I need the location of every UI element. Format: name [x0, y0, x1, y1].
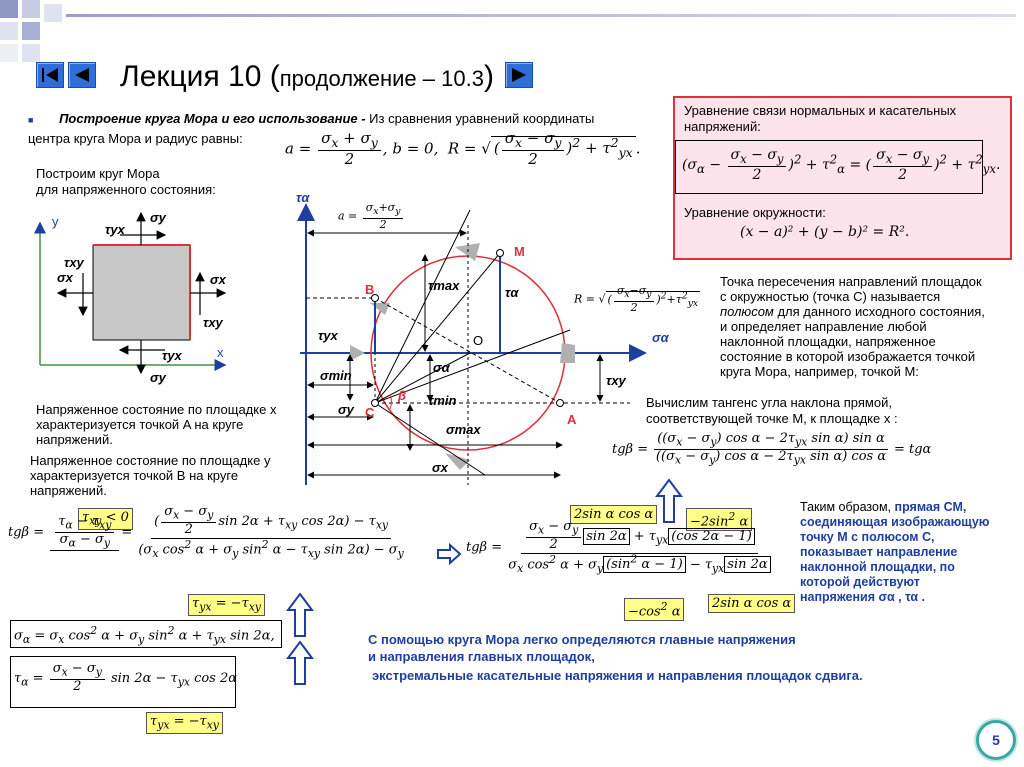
neg-two-sin-sq-box: −2sin2 α: [686, 508, 753, 532]
circle-eq-label: Уравнение окружности:: [684, 205, 826, 220]
pink-text-1: Уравнение связи нормальных и касательных: [684, 103, 957, 118]
stress-element-diagram: [34, 211, 227, 375]
sigma-x-right-label: σx: [210, 272, 226, 287]
arrow-right-icon: [512, 68, 526, 82]
point-B-label: B: [365, 282, 375, 297]
tau-alpha-label: τα: [505, 285, 519, 300]
previous-slide-button[interactable]: [68, 62, 96, 88]
up-arrow-icon: [655, 478, 683, 523]
page-number-badge: 5: [976, 720, 1016, 760]
tau-xy-left-label: τxy: [64, 255, 84, 270]
pink-text-2: напряжений:: [684, 119, 761, 134]
pole-paragraph: Точка пересечения направлений площадок с…: [720, 274, 985, 379]
page-title: Лекция 10 (продолжение – 10.3): [120, 60, 494, 93]
sigma-alpha-label: σα: [433, 360, 450, 375]
tau-xy-right-label: τxy: [203, 315, 223, 330]
build-text-2: для напряженного состояния:: [36, 182, 216, 197]
tau-alpha-box: [10, 656, 236, 708]
tau-yx-eq-neg-tau-xy-1: τyx = −τxy: [188, 594, 265, 616]
circle-equation: (x − a)² + (y − b)² = R².: [740, 224, 910, 240]
sigma-y-top-label: σy: [150, 210, 166, 225]
sigma-axis-label: σα: [652, 330, 669, 345]
conclusion-paragraph: Таким образом, прямая СМ, соединяющая из…: [800, 500, 990, 604]
sigma-x-label: σx: [432, 460, 448, 475]
arrow-left-icon: [75, 68, 89, 82]
two-sin-cos-box-2: 2sin α cos α: [708, 594, 796, 613]
tau-xy-label: τxy: [606, 373, 626, 388]
tau-min-label: τmin: [428, 393, 457, 408]
tan-text-1: Вычислим тангенс угла наклона прямой,: [646, 395, 892, 410]
tau-yx-eq-neg-tau-xy-2: τyx = −τxy: [146, 712, 223, 734]
bottom-text-1: С помощью круга Мора легко определяются …: [368, 632, 796, 647]
tan-beta-formula: tgβ = ((σx − σy) cos α − 2τyx sin α) sin…: [612, 431, 932, 467]
up-arrow-icon: [286, 640, 314, 685]
point-A-label: A: [567, 412, 577, 427]
sigma-min-label: σmin: [320, 368, 352, 383]
tan-text-2: соответствующей точке M, к площадке x :: [646, 411, 898, 426]
section-text: центра круга Мора и радиус равны:: [28, 131, 243, 146]
sigma-y-bottom-label: σy: [150, 370, 166, 385]
sigma-alpha-formula: σα = σx cos2 α + σy sin2 α + τyx sin 2α,: [14, 624, 275, 646]
tau-yx-label: τyx: [318, 328, 338, 343]
tau-yx-top-label: τyx: [105, 222, 125, 237]
tau-max-label: τmax: [428, 278, 460, 293]
sigma-max-label: σmax: [446, 422, 481, 437]
mohr-circle-diagram: [297, 203, 647, 485]
sigma-y-label: σy: [338, 402, 354, 417]
first-slide-button[interactable]: [36, 62, 64, 88]
tau-xy-lt-zero: τxy < 0: [78, 508, 133, 530]
y-axis-label: y: [52, 214, 59, 229]
beta-label: β: [398, 388, 407, 403]
build-text-1: Построим круг Мора: [36, 166, 160, 181]
next-slide-button[interactable]: [505, 62, 533, 88]
sigma-x-left-label: σx: [57, 270, 73, 285]
x-axis-label: x: [217, 345, 224, 360]
tau-yx-bottom-label: τyx: [162, 348, 182, 363]
bottom-text-2: и направления главных площадок,: [368, 649, 595, 664]
right-arrow-icon: [437, 543, 462, 565]
link-equation-box: [675, 140, 983, 194]
point-C-label: C: [365, 405, 375, 420]
neg-cos-sq-box: −cos2 α: [624, 598, 685, 622]
point-M-label: M: [514, 244, 525, 259]
skip-back-icon: [42, 68, 58, 82]
bottom-text-3: экстремальные касательные напряжения и н…: [372, 668, 863, 683]
sigma-alpha-box: [10, 620, 282, 648]
up-arrow-icon: [286, 592, 314, 637]
center-O-label: O: [473, 333, 484, 348]
two-sin-cos-box-1: 2sin α cos α: [570, 505, 658, 524]
tau-axis-label: τα: [296, 190, 310, 205]
section-heading: ■ Построение круга Мора и его использова…: [28, 111, 595, 126]
